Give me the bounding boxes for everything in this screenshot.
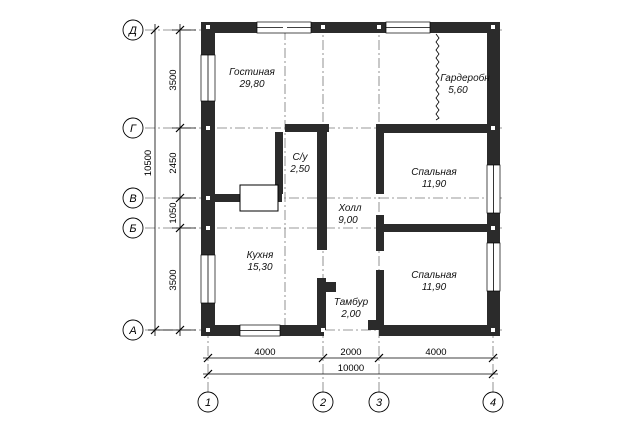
room-name: Гостиная bbox=[229, 67, 275, 78]
window-right-upper bbox=[486, 164, 501, 214]
room-name: С/у bbox=[293, 152, 309, 163]
room-name: Тамбур bbox=[334, 296, 369, 308]
room-name: Кухня bbox=[247, 250, 274, 261]
room-area: 2,00 bbox=[340, 309, 361, 320]
room-area: 5,60 bbox=[448, 85, 468, 96]
dim-left: 3500 bbox=[168, 69, 179, 90]
room-area: 11,90 bbox=[422, 282, 447, 293]
svg-text:4: 4 bbox=[490, 397, 496, 409]
axis-bubble-col: 4 bbox=[482, 391, 504, 413]
window-bottom bbox=[239, 324, 281, 337]
room-labels: Гостиная 29,80 Гардеробн 5,60 С/у 2,50 С… bbox=[229, 67, 490, 320]
room-area: 29,80 bbox=[238, 79, 264, 90]
axis-bubble-row: Д bbox=[122, 19, 144, 41]
dim-bottom: 4000 bbox=[425, 347, 446, 358]
window-left-lower bbox=[200, 254, 216, 304]
svg-text:Г: Г bbox=[130, 123, 137, 135]
column-marks bbox=[206, 25, 495, 332]
dim-bottom: 2000 bbox=[340, 347, 361, 358]
axis-bubble-row: Г bbox=[122, 117, 144, 139]
wardrobe-curtain bbox=[435, 33, 440, 121]
axis-bubble-col: 2 bbox=[312, 391, 334, 413]
svg-text:А: А bbox=[128, 325, 136, 337]
window-left-upper bbox=[200, 54, 216, 102]
axis-bubble-col: 3 bbox=[368, 391, 390, 413]
room-name: Гардеробн bbox=[440, 72, 490, 84]
window-top-right bbox=[385, 21, 431, 34]
row-axis-markers: Д Г В Б А bbox=[122, 19, 144, 341]
dim-bottom-total: 10000 bbox=[338, 363, 364, 374]
room-name: Холл bbox=[337, 203, 361, 214]
svg-text:Б: Б bbox=[129, 223, 136, 235]
axis-bubble-row: А bbox=[122, 319, 144, 341]
room-area: 2,50 bbox=[289, 164, 310, 175]
svg-text:В: В bbox=[129, 193, 136, 205]
room-area: 11,90 bbox=[422, 179, 447, 190]
svg-text:1: 1 bbox=[205, 397, 211, 409]
room-area: 9,00 bbox=[338, 215, 358, 226]
svg-text:2: 2 bbox=[319, 397, 326, 409]
left-dimensions: 3500 2450 1050 3500 10500 bbox=[143, 24, 196, 336]
dim-left-total: 10500 bbox=[143, 150, 154, 176]
axis-bubble-row: В bbox=[122, 187, 144, 209]
dim-left: 2450 bbox=[168, 152, 179, 173]
dim-left: 3500 bbox=[168, 269, 179, 290]
col-axis-markers: 1 2 3 4 bbox=[197, 391, 504, 413]
window-right-lower bbox=[486, 242, 501, 292]
axis-bubble-row: Б bbox=[122, 217, 144, 239]
bottom-dimensions: 4000 2000 4000 10000 bbox=[203, 347, 498, 379]
axis-bubble-col: 1 bbox=[197, 391, 219, 413]
svg-text:3: 3 bbox=[376, 397, 383, 409]
room-area: 15,30 bbox=[247, 262, 272, 273]
svg-text:Д: Д bbox=[127, 25, 137, 37]
room-name: Спальная bbox=[411, 270, 457, 281]
dim-bottom: 4000 bbox=[254, 347, 275, 358]
ventilation-box bbox=[239, 184, 279, 212]
room-name: Спальная bbox=[411, 167, 457, 178]
dim-left: 1050 bbox=[168, 202, 179, 223]
